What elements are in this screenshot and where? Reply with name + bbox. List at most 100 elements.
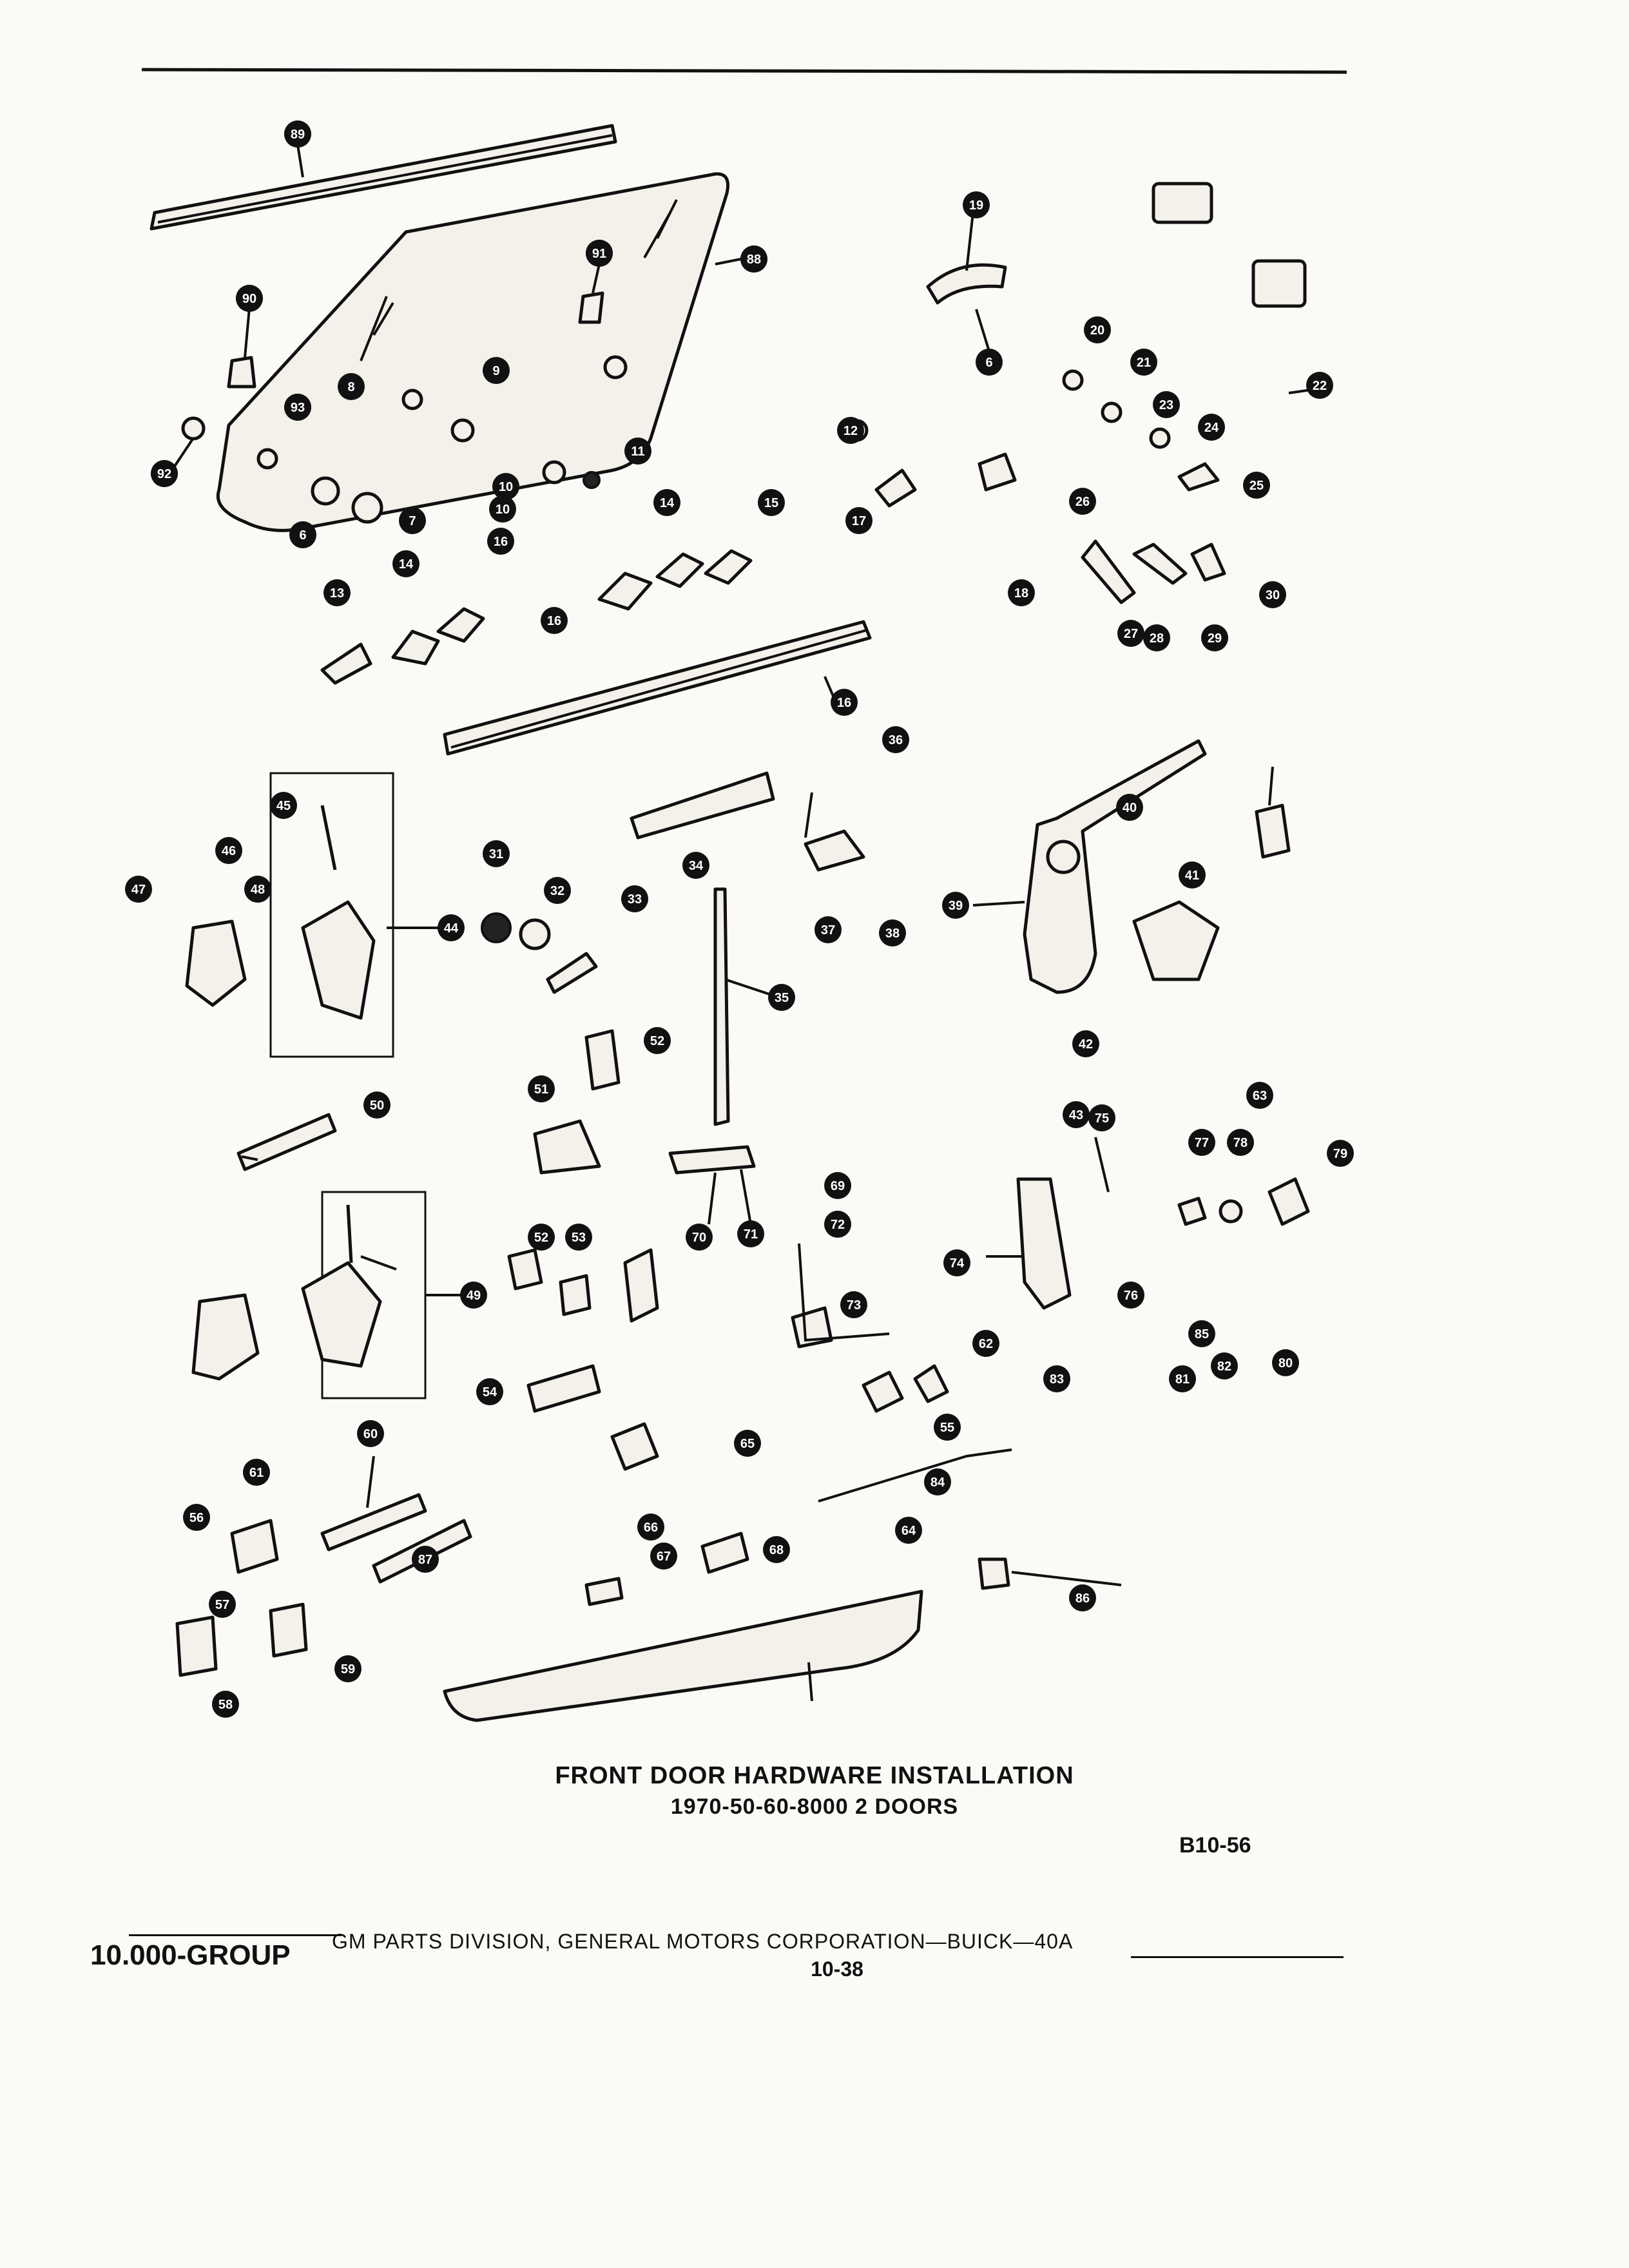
callout-52: 52	[528, 1224, 555, 1251]
callout-number: 60	[363, 1427, 378, 1441]
callout-number: 72	[831, 1218, 845, 1232]
callout-number: 31	[489, 847, 503, 861]
callout-badges: 1233456678910101112131414151616161718192…	[125, 120, 1354, 1718]
figure-code: B10-56	[1179, 1833, 1251, 1858]
callout-number: 86	[1075, 1591, 1090, 1606]
callout-number: 73	[847, 1298, 861, 1312]
callout-number: 74	[950, 1256, 965, 1271]
lower-hinge-bracket	[191, 1191, 427, 1399]
callout-number: 24	[1204, 421, 1219, 435]
callout-81: 81	[1169, 1365, 1196, 1392]
callout-59: 59	[334, 1655, 361, 1682]
callout-58: 58	[212, 1691, 239, 1718]
callout-number: 36	[889, 733, 903, 747]
callout-number: 33	[628, 892, 642, 907]
callout-80: 80	[1272, 1349, 1299, 1376]
callout-number: 27	[1124, 627, 1138, 641]
callout-65: 65	[734, 1430, 761, 1457]
callout-22: 22	[1306, 372, 1333, 399]
callout-35: 35	[768, 984, 795, 1011]
callout-number: 30	[1266, 588, 1280, 602]
callout-56: 56	[183, 1504, 210, 1531]
callout-16: 16	[487, 528, 514, 555]
callout-number: 52	[534, 1231, 548, 1245]
lower-channel	[443, 620, 872, 756]
callout-37: 37	[815, 916, 842, 943]
callout-25: 25	[1243, 472, 1270, 499]
callout-85: 85	[1188, 1320, 1215, 1347]
callout-77: 77	[1188, 1129, 1215, 1156]
callout-17: 17	[845, 507, 872, 534]
callout-number: 25	[1249, 479, 1264, 493]
page-number: 10-38	[811, 1957, 863, 1981]
callout-number: 18	[1014, 586, 1028, 601]
callout-48: 48	[244, 876, 271, 903]
callout-number: 91	[592, 247, 606, 261]
callout-57: 57	[209, 1591, 236, 1618]
callout-53: 53	[565, 1224, 592, 1251]
callout-71: 71	[737, 1220, 764, 1247]
callout-number: 83	[1050, 1372, 1064, 1387]
callout-55: 55	[934, 1414, 961, 1441]
callout-number: 92	[157, 467, 171, 481]
callout-number: 78	[1233, 1136, 1248, 1150]
callout-number: 16	[837, 696, 851, 710]
callout-number: 93	[291, 401, 305, 415]
callout-number: 37	[821, 923, 835, 937]
callout-number: 55	[940, 1421, 954, 1435]
callout-number: 89	[291, 128, 305, 142]
callout-51: 51	[528, 1075, 555, 1102]
callout-number: 50	[370, 1099, 384, 1113]
callout-41: 41	[1179, 861, 1206, 889]
callout-number: 84	[930, 1475, 945, 1490]
footer-division: GM PARTS DIVISION, GENERAL MOTORS CORPOR…	[332, 1930, 1074, 1953]
callout-number: 14	[660, 496, 675, 510]
callout-number: 26	[1075, 495, 1090, 509]
callout-92: 92	[151, 460, 178, 487]
window-regulator	[1023, 739, 1291, 994]
callout-number: 64	[901, 1524, 916, 1538]
callout-8: 8	[338, 373, 365, 400]
callout-number: 49	[467, 1289, 481, 1303]
callout-10: 10	[492, 473, 519, 500]
callout-number: 6	[985, 356, 992, 370]
callout-36: 36	[882, 726, 909, 753]
callout-38: 38	[879, 919, 906, 947]
callout-number: 11	[631, 445, 644, 459]
callout-number: 41	[1185, 869, 1199, 883]
callout-number: 76	[1124, 1289, 1138, 1303]
callout-7: 7	[399, 507, 426, 534]
callout-number: 44	[444, 921, 459, 936]
callout-32: 32	[544, 877, 571, 904]
callout-number: 65	[740, 1437, 755, 1451]
door-handles	[874, 182, 1307, 604]
callout-number: 47	[131, 883, 146, 897]
callout-26: 26	[1069, 488, 1096, 515]
upper-channel	[149, 124, 617, 231]
callout-66: 66	[637, 1514, 664, 1541]
callout-number: 39	[949, 899, 963, 913]
callout-number: 85	[1195, 1327, 1209, 1341]
callout-19: 19	[963, 191, 990, 218]
callout-number: 59	[341, 1662, 355, 1677]
callout-72: 72	[824, 1211, 851, 1238]
figure-subtitle: 1970-50-60-8000 2 DOORS	[670, 1794, 959, 1819]
callout-number: 82	[1217, 1360, 1231, 1374]
callout-number: 9	[492, 364, 499, 378]
callout-75: 75	[1088, 1104, 1115, 1131]
footer-rule-right	[1131, 1956, 1344, 1958]
callout-87: 87	[412, 1546, 439, 1573]
callout-68: 68	[763, 1536, 790, 1563]
callout-12: 12	[837, 417, 864, 444]
callout-number: 46	[222, 844, 236, 858]
callout-number: 61	[249, 1466, 264, 1480]
callout-73: 73	[840, 1291, 867, 1318]
callout-91: 91	[586, 240, 613, 267]
callout-54: 54	[476, 1378, 503, 1405]
callout-61: 61	[243, 1459, 270, 1486]
callout-number: 81	[1175, 1372, 1190, 1387]
callout-number: 19	[969, 198, 983, 213]
callout-63: 63	[1246, 1082, 1273, 1109]
callout-number: 43	[1069, 1108, 1083, 1122]
callout-number: 54	[483, 1385, 497, 1399]
